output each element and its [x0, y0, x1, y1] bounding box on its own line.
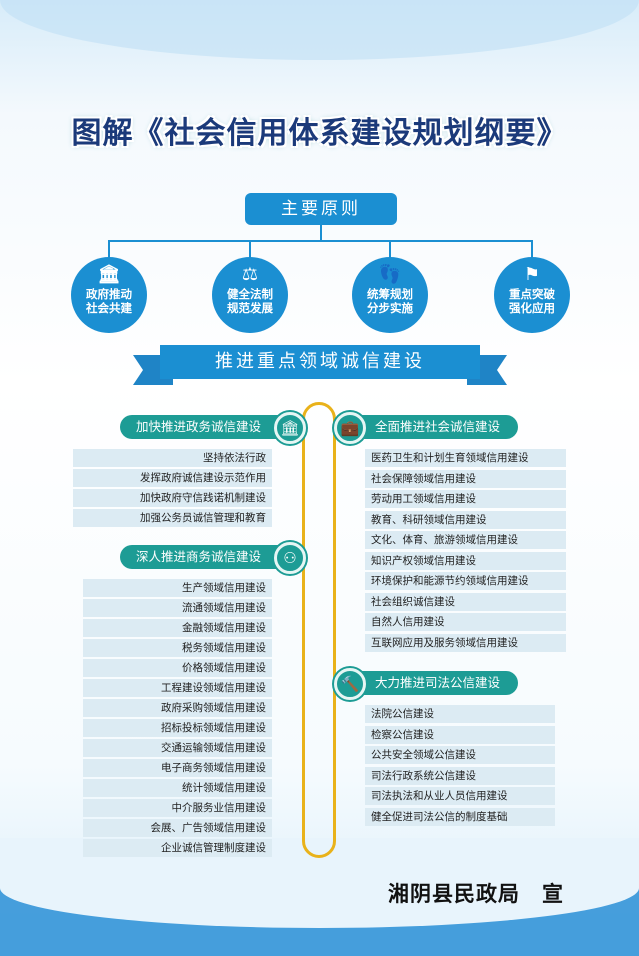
footer-credit: 湘阴县民政局 宣 [388, 882, 564, 906]
social-header: 全面推进社会诚信建设 [345, 415, 518, 439]
connector [320, 225, 322, 241]
list-item: 互联网应用及服务领域信用建设 [365, 633, 566, 652]
page-title: 图解《社会信用体系建设规划纲要》 [71, 116, 568, 151]
connector [249, 240, 251, 258]
scales-icon: ⚖ [241, 264, 259, 285]
list-item: 价格领域信用建设 [83, 659, 272, 677]
list-item: 司法执法和从业人员信用建设 [365, 787, 555, 805]
list-item: 加快政府守信践诺机制建设 [73, 489, 272, 507]
principles-header: 主要原则 [245, 193, 397, 225]
list-item: 中介服务业信用建设 [83, 799, 272, 817]
list-item: 加强公务员诚信管理和教育 [73, 509, 272, 527]
list-item: 招标投标领域信用建设 [83, 719, 272, 737]
list-item: 电子商务领域信用建设 [83, 759, 272, 777]
connector [531, 240, 533, 258]
list-item: 统计领域信用建设 [83, 779, 272, 797]
principle-circle: 👣统筹规划分步实施 [352, 257, 428, 333]
list-item: 社会保障领域信用建设 [365, 469, 566, 488]
list-item: 税务领域信用建设 [83, 639, 272, 657]
gavel-icon: 🔨 [334, 668, 366, 700]
principle-circle: ⚑重点突破强化应用 [494, 257, 570, 333]
list-item: 流通领域信用建设 [83, 599, 272, 617]
list-item: 生产领域信用建设 [83, 579, 272, 597]
list-item: 医药卫生和计划生育领域信用建设 [365, 449, 566, 467]
list-item: 金融领域信用建设 [83, 619, 272, 637]
connector [108, 240, 110, 258]
connector [389, 240, 391, 258]
list-item: 健全促进司法公信的制度基础 [365, 807, 555, 826]
list-item: 教育、科研领域信用建设 [365, 510, 566, 529]
section-banner: 推进重点领域诚信建设 [160, 345, 480, 379]
capitol-icon: 🏛 [97, 264, 121, 285]
list-item: 工程建设领域信用建设 [83, 679, 272, 697]
briefcase-icon: 💼 [334, 412, 366, 444]
list-item: 法院公信建设 [365, 705, 555, 723]
gov-header: 加快推进政务诚信建设 [120, 415, 290, 439]
principle-circle: ⚖健全法制规范发展 [212, 257, 288, 333]
people-network-icon: ⚇ [274, 542, 306, 574]
list-item: 交通运输领域信用建设 [83, 739, 272, 757]
list-item: 坚持依法行政 [73, 449, 272, 467]
center-connector [302, 402, 336, 858]
list-item: 企业诚信管理制度建设 [83, 839, 272, 857]
flag-icon: ⚑ [523, 264, 541, 285]
list-item: 社会组织诚信建设 [365, 592, 566, 611]
list-item: 自然人信用建设 [365, 613, 566, 631]
connector [108, 240, 532, 242]
list-item: 检察公信建设 [365, 725, 555, 744]
list-item: 文化、体育、旅游领域信用建设 [365, 531, 566, 549]
list-item: 司法行政系统公信建设 [365, 766, 555, 785]
judicial-header: 大力推进司法公信建设 [345, 671, 518, 695]
list-item: 发挥政府诚信建设示范作用 [73, 469, 272, 487]
top-wave [0, 0, 639, 60]
list-item: 公共安全领域公信建设 [365, 746, 555, 764]
principle-circle: 🏛政府推动社会共建 [71, 257, 147, 333]
list-item: 会展、广告领域信用建设 [83, 819, 272, 837]
list-item: 政府采购领域信用建设 [83, 699, 272, 717]
list-item: 知识产权领域信用建设 [365, 551, 566, 570]
list-item: 劳动用工领域信用建设 [365, 490, 566, 508]
list-item: 环境保护和能源节约领域信用建设 [365, 572, 566, 590]
business-header: 深人推进商务诚信建设 [120, 545, 290, 569]
footprints-icon: 👣 [378, 264, 402, 285]
bank-icon: 🏛 [274, 412, 306, 444]
